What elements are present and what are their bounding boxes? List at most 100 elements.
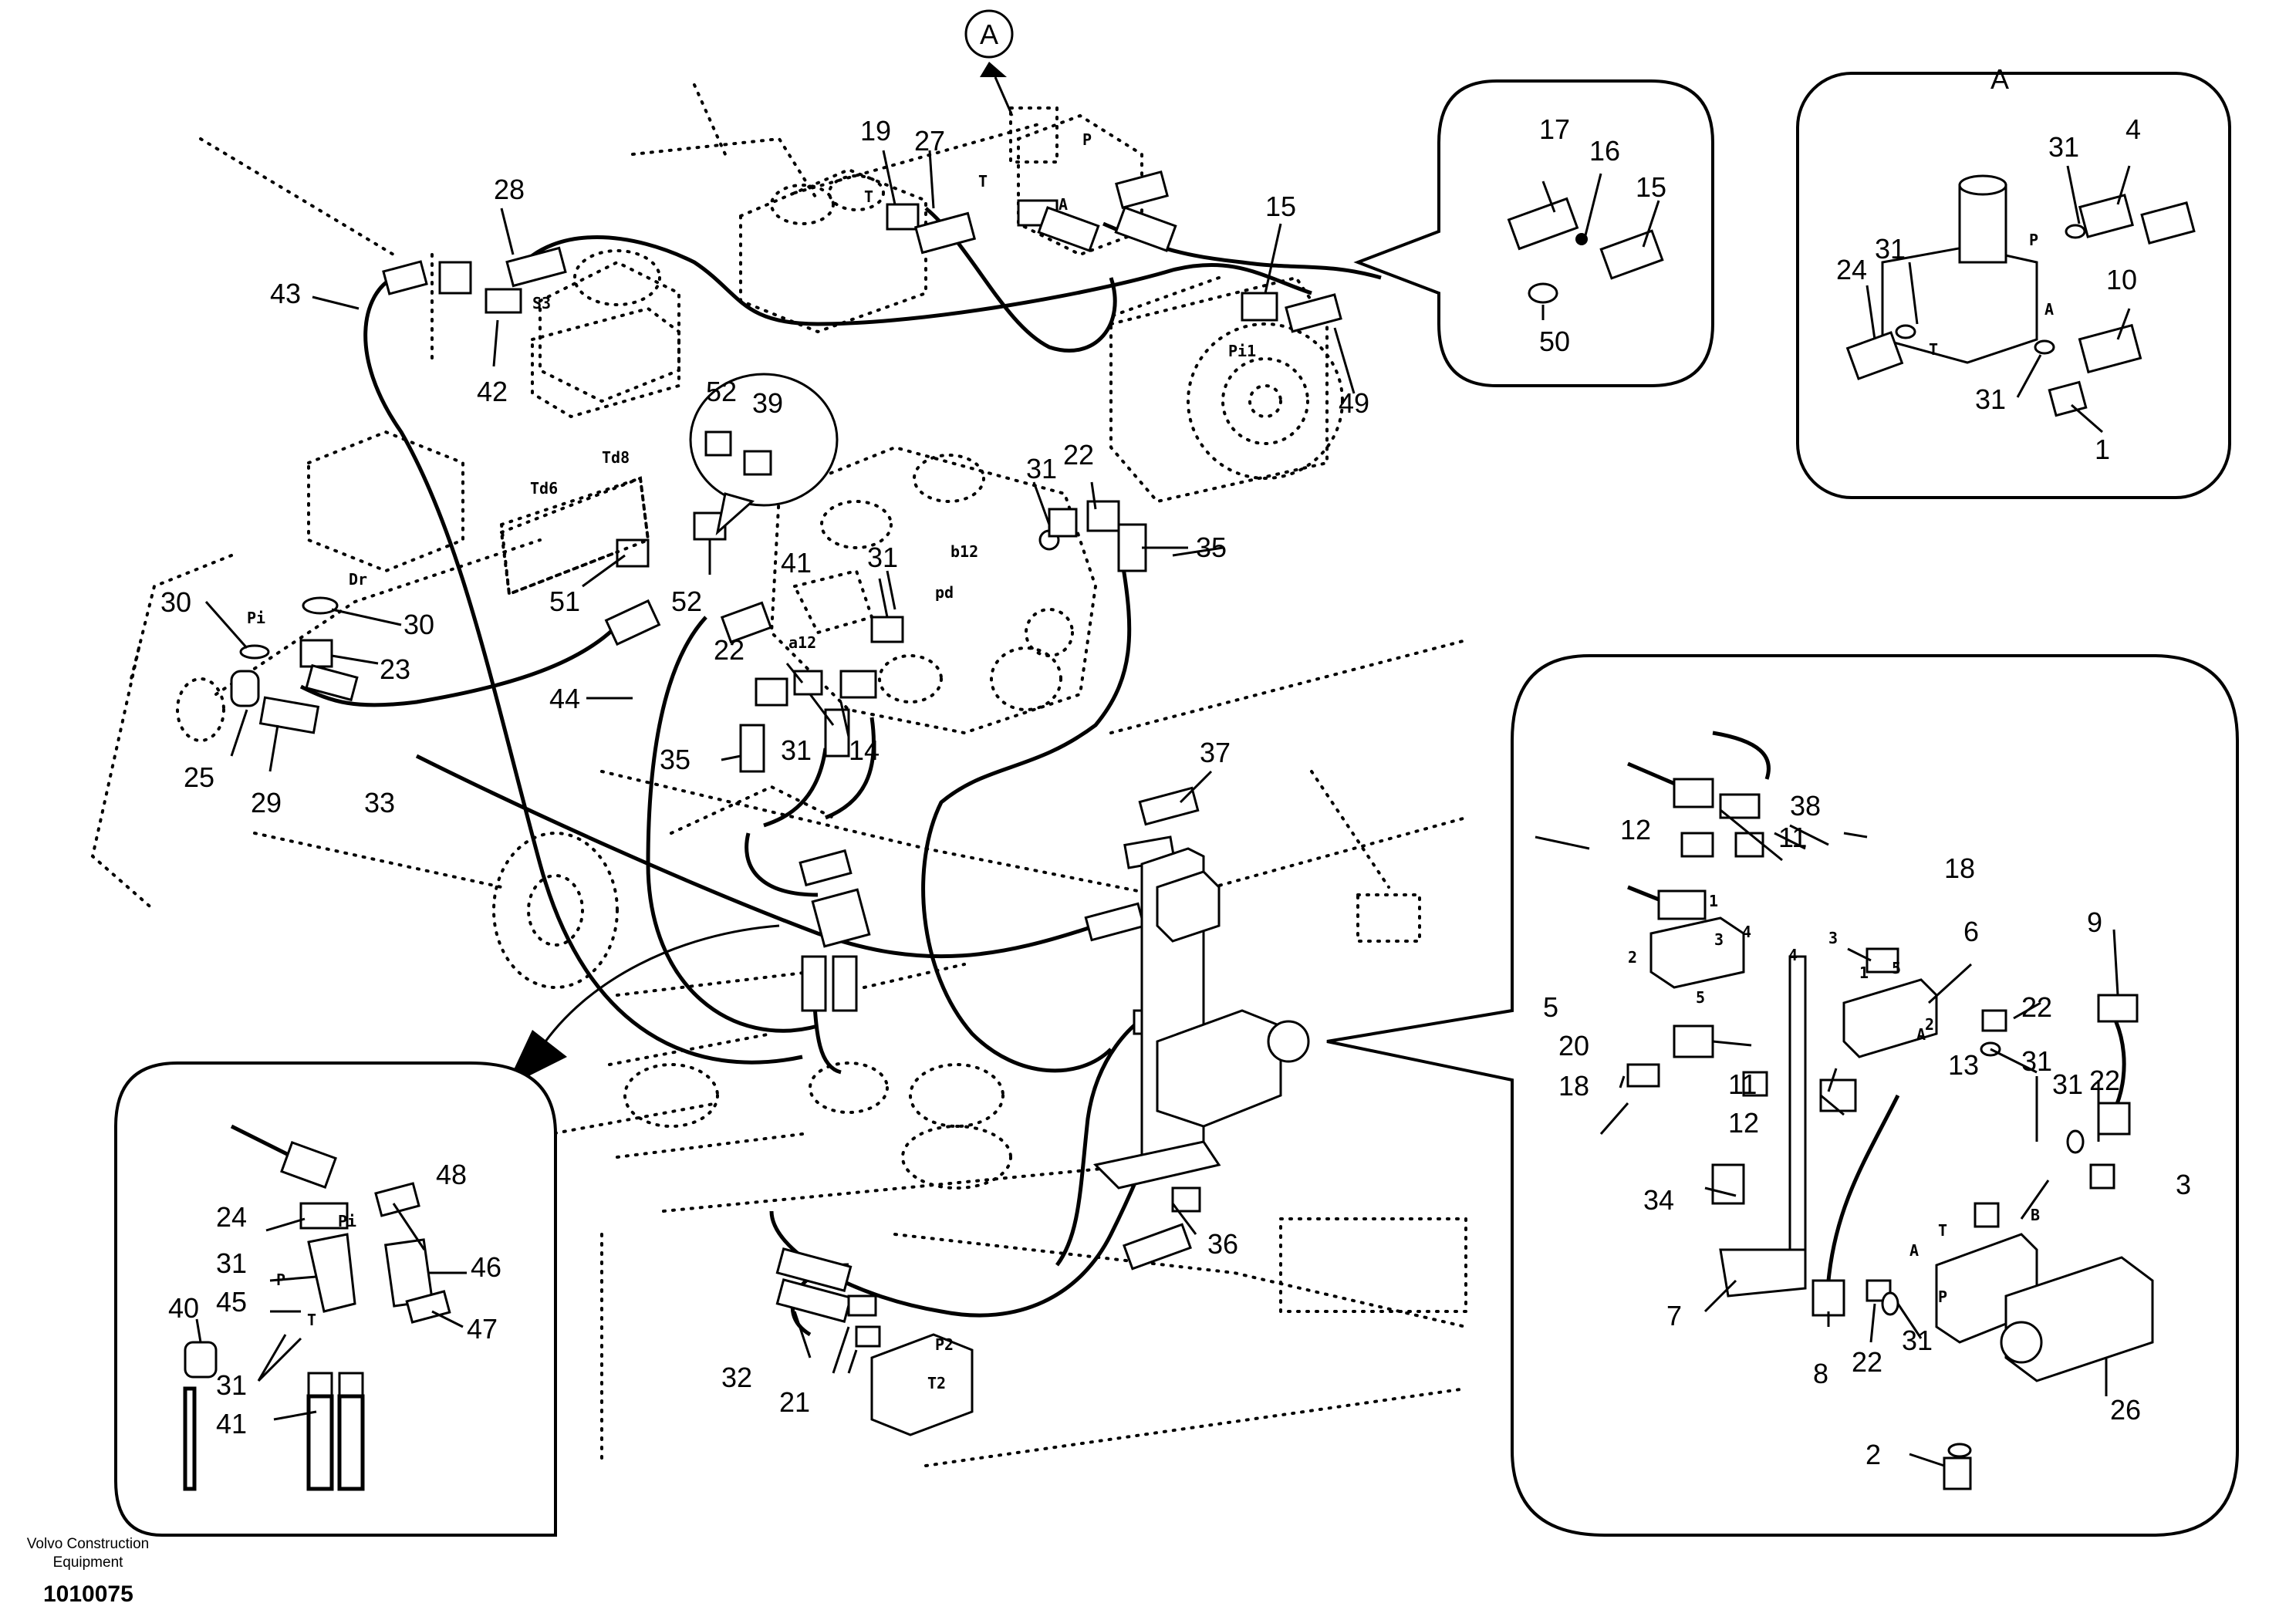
svg-text:T: T (978, 172, 988, 191)
svg-text:Td6: Td6 (530, 479, 558, 498)
callouts-main: 28 43 42 19 27 15 49 52 39 51 52 30 30 2… (160, 115, 1369, 1418)
detail-panel-15 (1353, 79, 1714, 387)
footer-company-line1: Volvo Construction (26, 1536, 150, 1552)
callout-9: 9 (2087, 906, 2102, 938)
svg-text:4: 4 (1788, 946, 1798, 964)
bubble-detail-52-39 (689, 373, 839, 536)
callout-20: 20 (1558, 1030, 1589, 1061)
detail-marker-label: A (980, 19, 998, 50)
callout-48: 48 (436, 1159, 467, 1190)
manifold-block-s3 (531, 306, 680, 419)
callout-26: 26 (2110, 1394, 2141, 1426)
svg-text:P: P (276, 1271, 285, 1289)
detail-a-title: A (1990, 63, 2009, 95)
callout-18-top: 18 (1944, 852, 1975, 884)
callout-36: 36 (1207, 1228, 1238, 1260)
callout-7: 7 (1666, 1300, 1682, 1331)
svg-text:T2: T2 (927, 1374, 946, 1392)
leader-lines (195, 150, 2131, 1467)
small-manifold (870, 1333, 974, 1436)
callouts-detail-a: A 31 4 31 24 10 31 1 (1836, 63, 2141, 465)
svg-text:3: 3 (1828, 929, 1838, 947)
callout-32: 32 (721, 1362, 752, 1393)
svg-text:P: P (1082, 130, 1092, 149)
svg-text:A: A (1909, 1241, 1919, 1260)
callout-12-top: 12 (1620, 814, 1651, 845)
callout-28: 28 (494, 174, 525, 205)
callout-47: 47 (467, 1313, 498, 1345)
footer-company-line2: Equipment (52, 1554, 123, 1571)
callout-13: 13 (1948, 1049, 1979, 1081)
callout-31-a-bottom: 31 (1975, 383, 2006, 415)
svg-text:T: T (1938, 1221, 1947, 1240)
svg-text:2: 2 (1925, 1015, 1934, 1034)
fittings-main (230, 170, 1342, 1348)
callout-5: 5 (1543, 991, 1558, 1023)
detail-marker-a: A (964, 9, 1014, 116)
svg-text:Pi1: Pi1 (1228, 342, 1256, 360)
callout-18-left: 18 (1558, 1070, 1589, 1102)
callout-19: 19 (860, 115, 891, 147)
callout-44: 44 (549, 683, 580, 714)
svg-text:P: P (1938, 1288, 1947, 1306)
callout-11-mid: 11 (1728, 1068, 1757, 1100)
callouts-detail-block: 48 24 31 46 45 47 40 31 41 (168, 1159, 501, 1439)
callout-31-lower: 31 (781, 734, 812, 766)
callout-14: 14 (849, 734, 880, 766)
callout-41: 41 (781, 547, 812, 579)
upper-valve-assembly (307, 106, 1344, 596)
svg-text:P: P (2029, 231, 2038, 249)
svg-text:Pi: Pi (338, 1212, 356, 1230)
svg-text:5: 5 (1696, 988, 1705, 1007)
svg-text:1: 1 (1859, 964, 1869, 982)
callout-22-top: 22 (1063, 439, 1094, 471)
callout-40: 40 (168, 1292, 199, 1324)
callout-52-bubble: 52 (706, 376, 737, 407)
callout-31-top: 31 (1026, 453, 1057, 484)
callout-31-a-top: 31 (2048, 131, 2079, 163)
callout-17: 17 (1539, 113, 1570, 145)
callout-2: 2 (1866, 1439, 1881, 1470)
callout-23: 23 (380, 653, 410, 685)
callout-43: 43 (270, 278, 301, 309)
callout-1: 1 (2095, 434, 2110, 465)
callout-30-left: 30 (160, 586, 191, 618)
svg-text:Pi: Pi (247, 609, 265, 627)
callout-51: 51 (549, 586, 580, 617)
callout-15: 15 (1265, 191, 1296, 222)
callout-30-right: 30 (403, 609, 434, 640)
port-labels: S3 T T P A Pi1 Td8 Td6 Dr Pi pd a12 b12 … (247, 130, 2054, 1392)
callout-52: 52 (671, 586, 702, 617)
callout-10: 10 (2106, 264, 2137, 295)
callout-22-left: 22 (714, 634, 745, 666)
detail-panel-valve (1326, 654, 2239, 1537)
detail-panel-block (114, 1061, 557, 1537)
callout-22-right-mid: 22 (2089, 1065, 2120, 1096)
callout-24-a: 24 (1836, 254, 1867, 285)
svg-text:A: A (1916, 1025, 1926, 1044)
callout-25: 25 (184, 761, 214, 793)
solenoid-stack (1092, 847, 1310, 1190)
callout-6: 6 (1963, 916, 1979, 947)
svg-text:Td8: Td8 (602, 448, 630, 467)
callout-31-a-left: 31 (1875, 233, 1906, 265)
callout-38: 38 (1790, 790, 1821, 822)
svg-text:T: T (864, 187, 873, 206)
svg-text:T: T (307, 1311, 316, 1329)
callout-22-bottom: 22 (1852, 1346, 1882, 1378)
callout-34: 34 (1643, 1184, 1674, 1216)
callout-31-right: 31 (2052, 1068, 2083, 1100)
callout-16: 16 (1589, 135, 1620, 167)
callout-3: 3 (2176, 1169, 2191, 1200)
callouts-detail-valve: 38 12 11 18 6 9 5 20 18 22 11 12 31 22 1… (1543, 790, 2191, 1470)
callout-31-block-bottom: 31 (216, 1369, 247, 1401)
callout-49: 49 (1339, 387, 1369, 419)
footer-doc-number: 1010075 (43, 1581, 133, 1607)
svg-text:4: 4 (1742, 923, 1751, 941)
callout-31-bottom: 31 (1902, 1325, 1933, 1356)
callout-8: 8 (1813, 1358, 1828, 1389)
svg-text:A: A (1059, 195, 1068, 214)
callout-50: 50 (1539, 326, 1570, 357)
callout-33: 33 (364, 787, 395, 818)
